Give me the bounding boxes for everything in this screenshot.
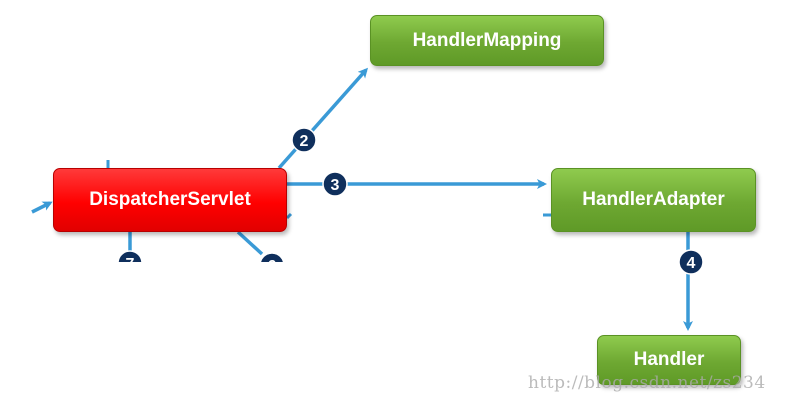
step-badge-3: 3 bbox=[322, 171, 348, 197]
handler-mapping-label: HandlerMapping bbox=[412, 29, 562, 51]
connector-fragment-right bbox=[285, 212, 293, 220]
step-badge-6-label: 6 bbox=[268, 258, 277, 275]
handler-node: Handler bbox=[597, 335, 741, 385]
dispatcher-servlet-label: DispatcherServlet bbox=[89, 189, 251, 210]
handler-adapter-node: HandlerAdapter bbox=[551, 168, 756, 232]
arrow-servlet-to-mapping bbox=[277, 67, 368, 170]
handler-mapping-node: HandlerMapping bbox=[370, 15, 604, 66]
handler-label: Handler bbox=[633, 349, 705, 370]
dispatcher-servlet-node: DispatcherServlet bbox=[53, 168, 287, 232]
step-badge-4: 4 bbox=[678, 249, 704, 275]
step-badge-2: 2 bbox=[291, 127, 317, 153]
watermark-text: http://blog.csdn.net/zs234 bbox=[528, 373, 766, 393]
arrow-incoming-left bbox=[31, 201, 53, 214]
step-badge-7: 7 bbox=[117, 250, 143, 273]
step-badge-4-label: 4 bbox=[687, 255, 696, 272]
step-badge-7-label: 7 bbox=[126, 256, 135, 273]
handler-adapter-label: HandlerAdapter bbox=[582, 189, 725, 210]
step-badge-2-label: 2 bbox=[300, 133, 309, 150]
step-badge-6: 6 bbox=[259, 252, 285, 275]
step-badge-3-label: 3 bbox=[331, 177, 340, 194]
connector-line-6 bbox=[236, 230, 264, 256]
